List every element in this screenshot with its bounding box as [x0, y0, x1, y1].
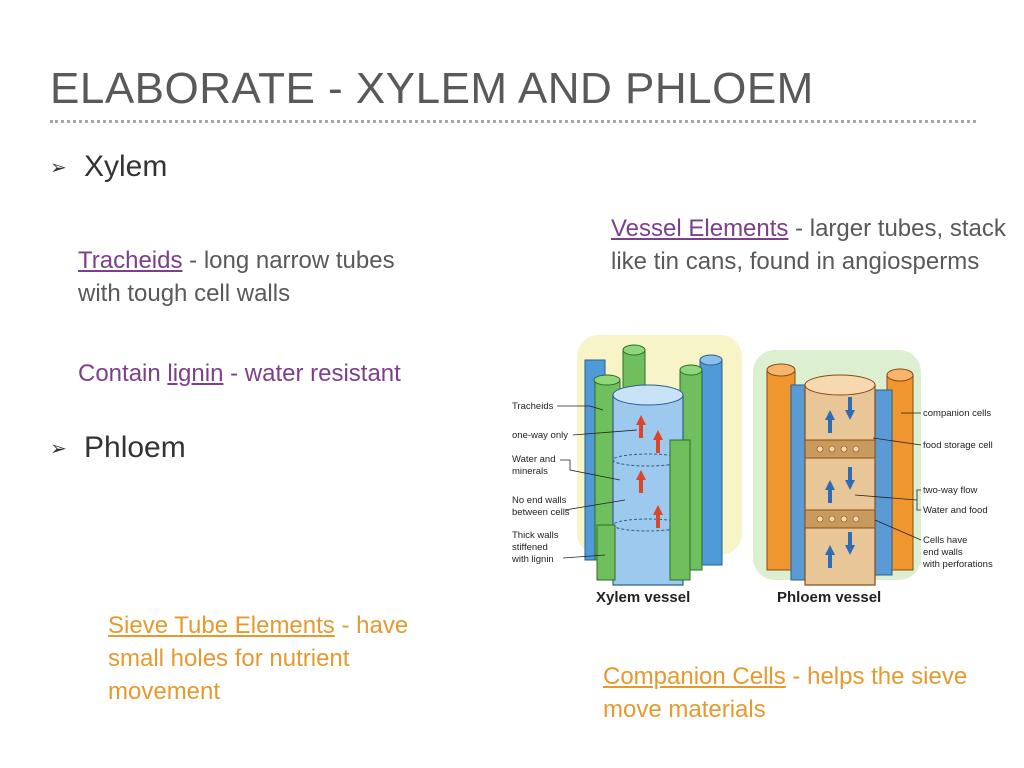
tracheids-term: Tracheids: [78, 247, 183, 274]
tracheids-description: - long narrow tubes with tough cell wall…: [78, 247, 395, 307]
sieve-tube-description: - have small holes for nutrient movement: [108, 612, 409, 705]
label-with-lignin: with lignin: [511, 554, 554, 565]
sieve-tube-term: Sieve Tube Elements: [108, 612, 335, 639]
phloem-labels: companion cells food storage cell two-wa…: [854, 408, 993, 570]
xylem-bullet: ➢ Xylem: [50, 150, 167, 184]
xylem-vessel-drawing: [584, 344, 723, 586]
label-with-perforations: with perforations: [922, 559, 993, 570]
lignin-text: Contain lignin - water resistant: [78, 357, 401, 390]
companion-cells-text: Companion Cells - helps the sieve move m…: [603, 660, 1003, 726]
lignin-prefix: Contain: [78, 360, 168, 387]
companion-cells-term: Companion Cells: [603, 663, 786, 690]
sieve-tube-text: Sieve Tube Elements - have small holes f…: [108, 609, 418, 708]
label-food-storage-cell: food storage cell: [923, 440, 993, 451]
vessel-elements-description: - larger tubes, stack like tin cans, fou…: [611, 215, 1006, 275]
label-two-way-flow: two-way flow: [923, 485, 978, 496]
label-companion-cells: companion cells: [923, 408, 991, 419]
label-tracheids: Tracheids: [512, 401, 554, 412]
xylem-phloem-diagram: Tracheids one-way only Water and mineral…: [511, 335, 993, 606]
xylem-vessel-caption: Xylem vessel: [596, 589, 690, 606]
label-water-and-food: Water and food: [923, 505, 988, 516]
xylem-heading: Xylem: [84, 150, 168, 183]
phloem-vessel-caption: Phloem vessel: [777, 589, 881, 606]
label-water-and: Water and: [512, 454, 555, 465]
lignin-description: - water resistant: [223, 360, 401, 387]
vessel-elements-text: Vessel Elements - larger tubes, stack li…: [611, 212, 1021, 278]
title-divider: [50, 120, 976, 123]
label-end-walls: end walls: [923, 547, 963, 558]
phloem-vessel-drawing: [766, 363, 914, 586]
lignin-term: lignin: [167, 360, 224, 387]
label-no-end-walls: No end walls: [512, 495, 567, 506]
arrow-bullet-icon: ➢: [50, 437, 67, 460]
label-cells-have: Cells have: [923, 535, 967, 546]
phloem-bullet: ➢ Phloem: [50, 431, 186, 465]
label-between-cells: between cells: [512, 507, 570, 518]
tracheids-text: Tracheids - long narrow tubes with tough…: [78, 244, 438, 310]
label-one-way-only: one-way only: [512, 430, 568, 441]
slide-title: ELABORATE - XYLEM AND PHLOEM: [50, 64, 814, 113]
companion-cells-description: - helps the sieve move materials: [603, 663, 968, 723]
label-thick-walls: Thick walls: [512, 530, 559, 541]
label-minerals: minerals: [512, 466, 548, 477]
xylem-labels: Tracheids one-way only Water and mineral…: [511, 401, 638, 565]
vessel-elements-term: Vessel Elements: [611, 215, 789, 242]
phloem-heading: Phloem: [84, 431, 186, 464]
arrow-bullet-icon: ➢: [50, 156, 67, 179]
label-stiffened: stiffened: [512, 542, 548, 553]
